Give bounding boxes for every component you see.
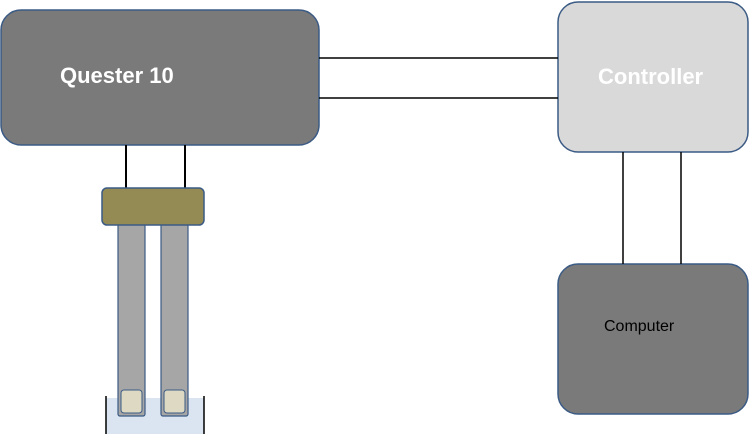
electrode-holder (101, 187, 205, 226)
beaker-outline (105, 396, 205, 434)
controller-node: Controller (557, 1, 749, 153)
computer-node: Computer (557, 263, 749, 415)
electrode-rod-right (160, 223, 189, 417)
quester-clamp-cable (125, 145, 186, 188)
quester-controller-cable (319, 57, 558, 99)
controller-box (557, 1, 749, 153)
computer-box (557, 263, 749, 415)
electrode-tip-left (120, 389, 143, 414)
controller-computer-cable (622, 152, 682, 264)
quester-node: Quester 10 (0, 9, 320, 146)
quester-label: Quester 10 (60, 63, 174, 88)
computer-label: Computer (604, 318, 675, 335)
electrode-assembly (101, 187, 205, 434)
quester-box (0, 9, 320, 146)
electrode-rod-left (117, 223, 146, 417)
controller-label: Controller (598, 64, 704, 89)
electrode-tip-right (163, 389, 186, 414)
